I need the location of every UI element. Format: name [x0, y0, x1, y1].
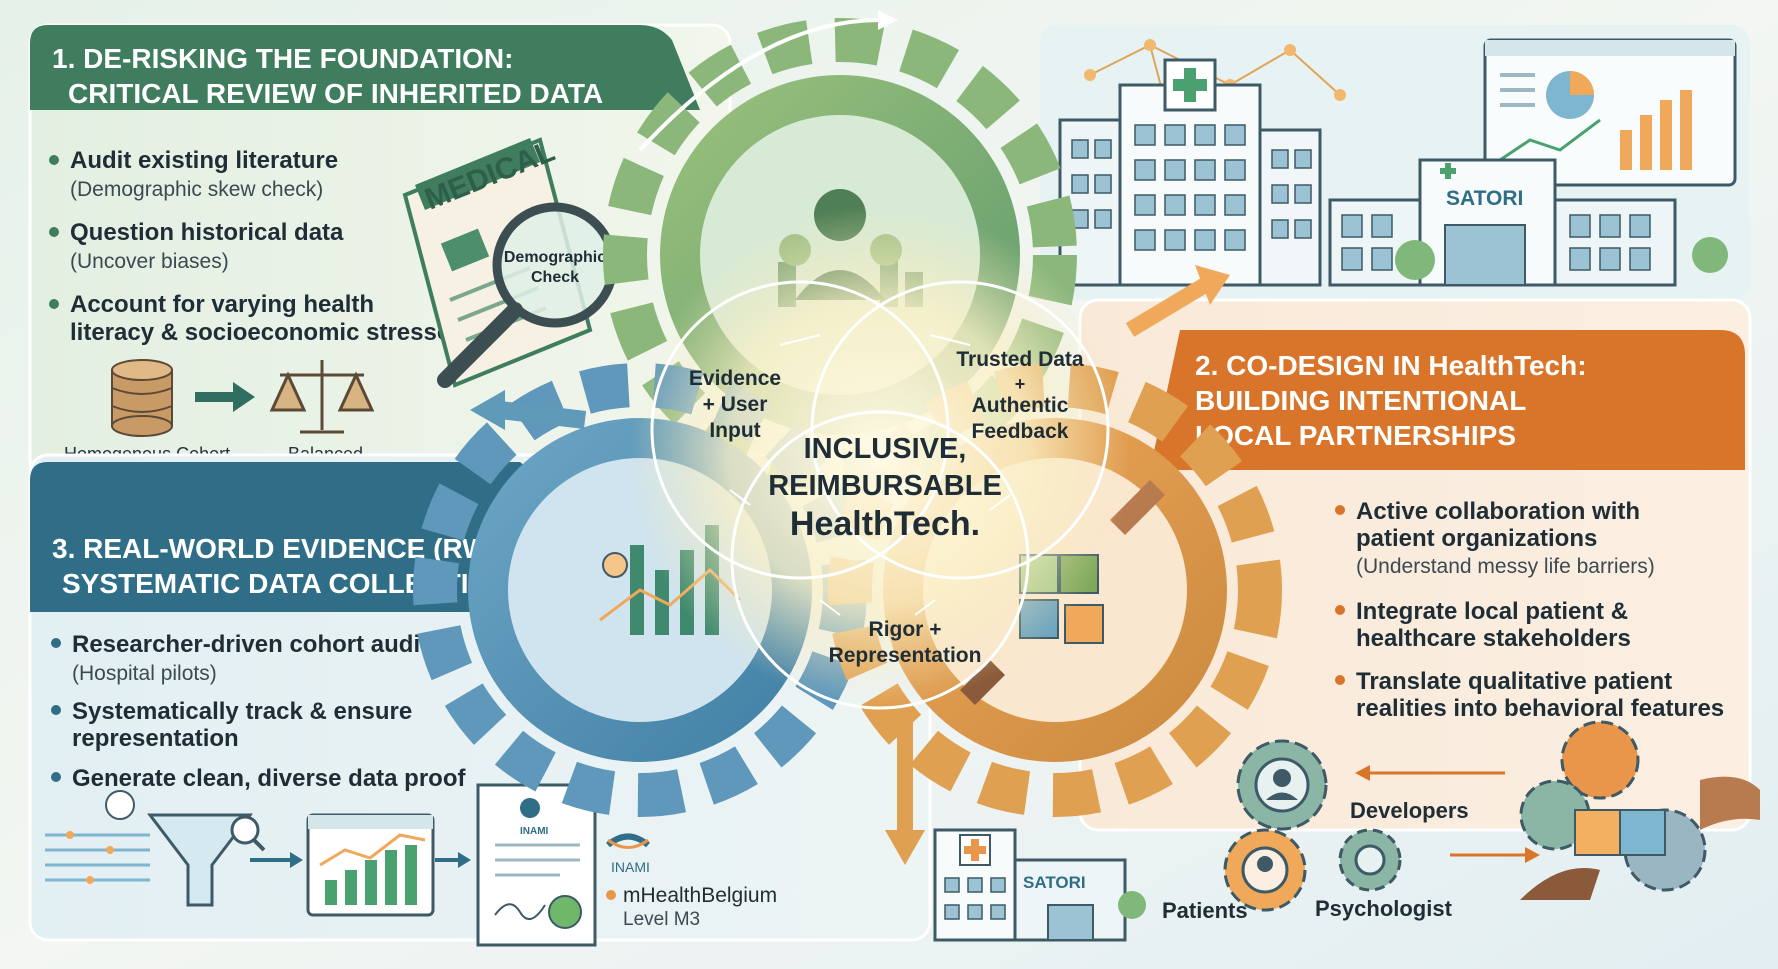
bullet-dot: [51, 705, 61, 715]
bullet-dot: [1335, 675, 1345, 685]
bullet-dot: [1335, 505, 1345, 515]
balance-scale-icon: [269, 360, 375, 434]
arrow-right-icon: [195, 382, 255, 412]
lobe-right-line1: Trusted Data: [956, 348, 1084, 371]
panel2-bullet1-main: Active collaboration with: [1356, 498, 1640, 525]
panel2-bullet1-sub: (Understand messy life barriers): [1356, 555, 1655, 578]
panel1-title-line1: 1. DE-RISKING THE FOUNDATION:: [52, 43, 513, 74]
arrow-up-right-icon: [1195, 265, 1230, 305]
lobe-right-line2: +: [1015, 374, 1026, 394]
panel1-bullet2-main: Question historical data: [70, 219, 344, 246]
doc-label: INAMI: [520, 826, 549, 837]
panel3-title-line1: 3. REAL-WORLD EVIDENCE (RWE):: [52, 533, 526, 564]
hospital-building-icon: [1058, 58, 1322, 287]
center-glow: [630, 205, 1130, 705]
center-title-line2: REIMBURSABLE: [768, 470, 1002, 502]
psychologist-gear-icon: [1338, 828, 1402, 892]
hospital-sign: SATORI: [1446, 187, 1523, 210]
lobe-left-line3: Input: [709, 419, 760, 442]
satori-clinic-icon: SATORI: [1328, 158, 1728, 287]
arrow-right-icon: [435, 852, 471, 868]
lobe-left-line1: Evidence: [689, 367, 781, 390]
panel1-bullet3-main2: literacy & socioeconomic stressors: [70, 319, 474, 346]
arrow-right-icon: [1450, 847, 1540, 863]
bullet-dot: [51, 638, 61, 648]
cert-line1: mHealthBelgium: [623, 884, 777, 907]
panel2-title-line1: 2. CO-DESIGN IN HealthTech:: [1195, 350, 1587, 381]
panel2-title-line3: LOCAL PARTNERSHIPS: [1195, 420, 1516, 451]
chart-window-icon: [306, 813, 435, 917]
panel3-bullet2-main: Systematically track & ensure: [72, 698, 412, 725]
lobe-bottom-line2: Representation: [829, 644, 982, 667]
panel3-bullet1-sub: (Hospital pilots): [72, 662, 217, 685]
developer-gear-icon: [1236, 739, 1328, 831]
role-psychologist: Psychologist: [1315, 896, 1453, 921]
patient-gear-icon: [1223, 828, 1307, 912]
bullet-dot: [49, 299, 59, 309]
arrow-left-icon: [1355, 765, 1505, 781]
arrow-left-icon: [470, 390, 505, 430]
panel1-bullet1-sub: (Demographic skew check): [70, 178, 323, 201]
center-title-line3: HealthTech.: [790, 505, 980, 543]
certificate-document-icon: [476, 783, 597, 947]
collaboration-puzzle-icon: [1519, 720, 1760, 900]
role-developers: Developers: [1350, 798, 1469, 823]
magnifier-label-line2: Check: [531, 269, 579, 286]
magnifier-label-line1: Demographic: [504, 249, 606, 266]
panel2-bullet2-main: Integrate local patient &: [1356, 598, 1628, 625]
panel1-title-bar: [30, 25, 700, 110]
dashboard-screen-icon: [1483, 38, 1737, 187]
magnifier-icon: [437, 202, 618, 388]
lobe-left-line2: + User: [703, 393, 768, 416]
bullet-dot: [49, 155, 59, 165]
cert-dot: [606, 890, 616, 900]
cert-line2: Level M3: [623, 909, 700, 930]
panel1-bullet3-main: Account for varying health: [70, 291, 374, 318]
bullet-dot: [51, 772, 61, 782]
flow-arrows: [470, 10, 1230, 865]
panel2-bullet2-main2: healthcare stakeholders: [1356, 625, 1631, 652]
role-patients: Patients: [1162, 898, 1248, 923]
lobe-bottom-line1: Rigor +: [869, 618, 942, 641]
small-hospital-icon: [933, 828, 1146, 942]
funnel-icon: [105, 790, 254, 907]
panel2-bullet3-main2: realities into behavioral features: [1356, 695, 1724, 722]
center-title-line1: INCLUSIVE,: [804, 433, 967, 465]
bullet-dot: [49, 227, 59, 237]
arrow-down-icon: [885, 830, 925, 865]
panel1-bullet2-sub: (Uncover biases): [70, 250, 229, 273]
panel2-title-bar: [1150, 330, 1745, 470]
panel2-bullet1-main2: patient organizations: [1356, 525, 1597, 552]
city-illustration: SATORI: [1040, 25, 1750, 300]
lobe-right-line4: Feedback: [972, 420, 1069, 443]
arrow-head-icon: [878, 10, 898, 30]
panel3-bullet2-main2: representation: [72, 725, 239, 752]
panel2-title-line2: BUILDING INTENTIONAL: [1195, 385, 1526, 416]
inami-logo-icon: [606, 833, 650, 849]
panel1-bullet1-main: Audit existing literature: [70, 147, 338, 174]
small-hospital-sign: SATORI: [1023, 873, 1086, 892]
panel2-bullet3-main: Translate qualitative patient: [1356, 668, 1672, 695]
center-gears: [413, 18, 1282, 817]
data-stream-icon: [45, 833, 150, 882]
magnifier-icon: [230, 815, 266, 852]
panel3-bullet3-main: Generate clean, diverse data proof: [72, 765, 466, 792]
panel-codesign: 2. CO-DESIGN IN HealthTech: BUILDING INT…: [933, 298, 1760, 942]
panel1-title-line2: CRITICAL REVIEW OF INHERITED DATA: [68, 78, 603, 109]
panel-derisking: 1. DE-RISKING THE FOUNDATION: CRITICAL R…: [28, 23, 732, 482]
database-cylinder-icon: [111, 359, 173, 437]
arrow-right-icon: [250, 852, 303, 868]
lobe-right-line3: Authentic: [972, 394, 1069, 417]
logo-label: INAMI: [611, 859, 650, 875]
bullet-dot: [1335, 605, 1345, 615]
panel3-bullet1-main: Researcher-driven cohort audits: [72, 631, 441, 658]
